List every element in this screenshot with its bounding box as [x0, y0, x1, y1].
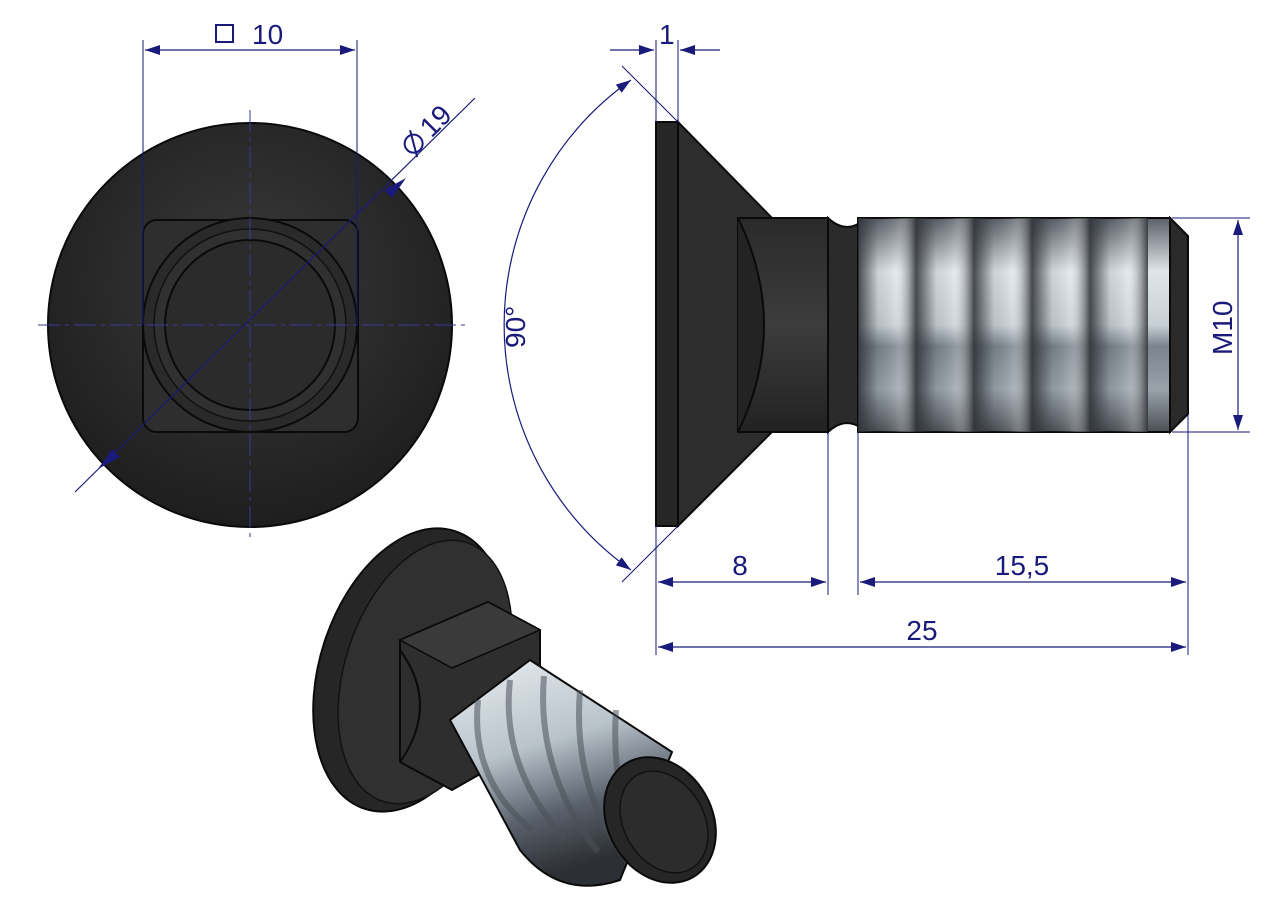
neck-length-label: 8 [732, 550, 748, 581]
diameter-arrow-upper [384, 178, 406, 198]
isometric-view [312, 527, 717, 887]
angle-ext-lower [621, 525, 679, 583]
side-view: 1 90° M10 8 15,5 25 [500, 19, 1250, 655]
front-view: 10 19 [38, 19, 476, 540]
total-length-label: 25 [906, 615, 937, 646]
angle-ext-upper [621, 65, 679, 123]
iso-thread-tip-face [619, 770, 709, 874]
head-height-label: 1 [659, 19, 675, 50]
head-flange [655, 121, 679, 527]
diameter-dimension-line [74, 97, 476, 493]
square-dimension-label: 10 [252, 19, 283, 50]
thread-label: M10 [1207, 301, 1238, 355]
angle-arc [503, 79, 632, 571]
diameter-icon [403, 129, 424, 158]
thread-ridges [858, 218, 1148, 432]
diameter-arrow-lower [98, 449, 120, 469]
undercut-groove [827, 215, 859, 435]
iso-neck-curve [399, 649, 421, 763]
neck-curve [737, 217, 765, 433]
angle-label: 90° [500, 306, 531, 348]
diameter-label-group: 19 [403, 99, 458, 158]
thread-tip-chamfer [1169, 215, 1189, 435]
thread-length-label: 15,5 [995, 550, 1050, 581]
square-section-icon [215, 24, 234, 43]
iso-neck-top-face [398, 601, 542, 669]
